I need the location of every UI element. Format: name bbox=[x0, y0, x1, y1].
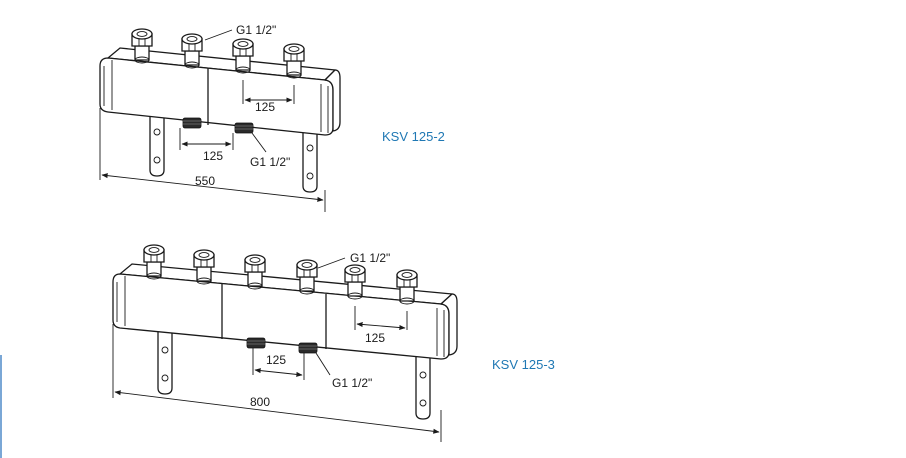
bottom-port-1 bbox=[246, 337, 266, 349]
mount-bracket-left bbox=[157, 329, 173, 395]
dim-overall-length-label: 550 bbox=[195, 174, 215, 188]
thread-top-callout: G1 1/2" bbox=[350, 251, 390, 265]
mount-bracket-right bbox=[302, 127, 318, 193]
diagram-ksv-125-2: 125 125 550 G1 1/2" G1 1/2" KSV 125-2 bbox=[99, 23, 445, 212]
bottom-port-2 bbox=[234, 122, 254, 134]
thread-bottom-callout: G1 1/2" bbox=[332, 376, 372, 390]
top-connection-3 bbox=[232, 38, 254, 74]
top-connection-3 bbox=[244, 254, 266, 290]
dim-top-spacing-label: 125 bbox=[255, 100, 275, 114]
left-edge-accent bbox=[0, 355, 2, 458]
top-connection-5 bbox=[344, 264, 366, 300]
top-connection-4 bbox=[283, 43, 305, 79]
top-connection-2 bbox=[193, 249, 215, 285]
thread-bottom-callout: G1 1/2" bbox=[250, 155, 290, 169]
mount-bracket-right bbox=[415, 354, 431, 420]
manifold-body bbox=[99, 47, 341, 136]
top-connection-1 bbox=[131, 28, 153, 64]
model-label-ksv-125-2: KSV 125-2 bbox=[382, 129, 445, 144]
dim-top-spacing-label: 125 bbox=[365, 331, 385, 345]
model-label-ksv-125-3: KSV 125-3 bbox=[492, 357, 555, 372]
top-connection-1 bbox=[143, 244, 165, 280]
thread-top-callout: G1 1/2" bbox=[236, 23, 276, 37]
dim-bottom-spacing-label: 125 bbox=[266, 353, 286, 367]
top-connection-2 bbox=[181, 33, 203, 69]
mount-bracket-left bbox=[149, 111, 165, 177]
bottom-port-1 bbox=[182, 117, 202, 129]
dim-overall-length-label: 800 bbox=[250, 395, 270, 409]
diagram-ksv-125-3: 125 125 800 G1 1/2" G1 1/2" KSV 125-3 bbox=[112, 244, 555, 442]
bottom-port-2 bbox=[298, 342, 318, 354]
top-connection-6 bbox=[396, 269, 418, 305]
dim-bottom-spacing-label: 125 bbox=[203, 149, 223, 163]
top-connection-4 bbox=[296, 259, 318, 295]
